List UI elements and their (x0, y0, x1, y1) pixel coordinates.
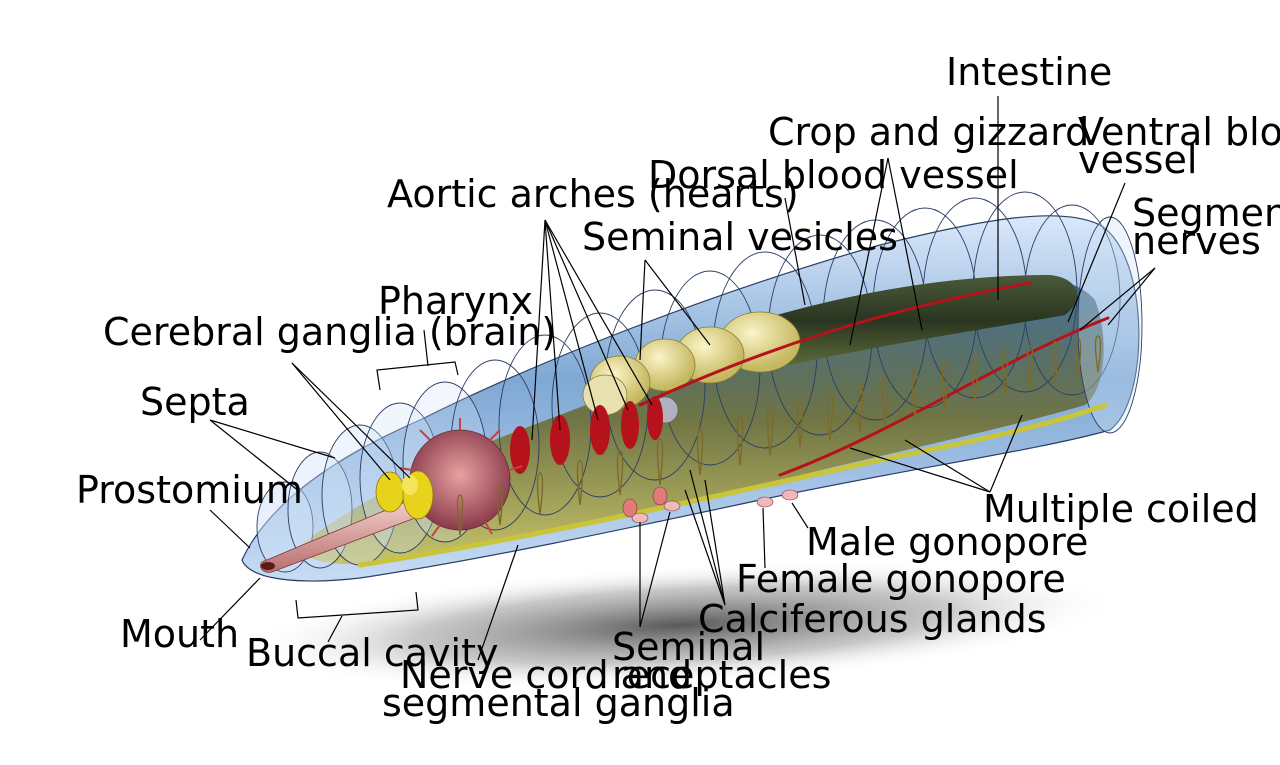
label-ventral-blood-vessel: Ventral blood (1078, 110, 1280, 154)
label-septa: Septa (140, 380, 250, 424)
ventral-blood-vessel (778, 316, 1110, 477)
label-nerve-cord: Nerve cord and (400, 653, 692, 697)
label-seminal-receptacles: Seminal (612, 625, 765, 669)
label-calciferous-glands: Calciferous glands (698, 597, 1047, 641)
bristles (456, 335, 1102, 536)
label-prostomium: Prostomium (76, 468, 303, 512)
label-pharynx: Pharynx (378, 279, 533, 323)
label-seminal-receptacles-2: receptacles (612, 653, 831, 697)
label-ventral-blood-vessel-2: vessel (1078, 138, 1197, 182)
label-cerebral-ganglia: Cerebral ganglia (brain) (103, 310, 556, 354)
label-seminal-vesicles: Seminal vesicles (582, 215, 898, 259)
label-nerve-cord-2: segmental ganglia (382, 681, 735, 725)
leader-lines (199, 96, 1156, 661)
label-mouth: Mouth (120, 612, 239, 656)
seminal-vesicles-organ (582, 311, 801, 424)
mouth-opening (261, 562, 275, 570)
label-male-gonopore: Male gonopore (806, 520, 1088, 564)
label-aortic-arches: Aortic arches (hearts) (387, 172, 799, 216)
aortic-arches-organ (510, 396, 663, 474)
labels: Intestine Crop and gizzard Ventral blood… (76, 50, 1280, 725)
label-dorsal-blood-vessel: Dorsal blood vessel (648, 153, 1019, 197)
label-segmental-nerves: Segmental (1132, 191, 1280, 235)
label-crop-and-gizzard: Crop and gizzard (768, 110, 1089, 154)
cerebral-ganglia-organ (375, 470, 434, 520)
intestine-organ (750, 275, 1077, 366)
ground-shadow (240, 560, 1120, 690)
nerve-cord (357, 402, 1108, 568)
pharynx-organ (399, 418, 523, 537)
label-segmental-nerves-2: nerves (1132, 219, 1261, 263)
label-buccal-cavity: Buccal cavity (246, 631, 498, 675)
reproductive-glands (622, 486, 799, 524)
earthworm-body (241, 191, 1143, 582)
label-multiple-coiled: Multiple coiled (983, 487, 1259, 531)
label-intestine: Intestine (946, 50, 1112, 94)
label-female-gonopore: Female gonopore (736, 557, 1066, 601)
dorsal-blood-vessel (638, 281, 1032, 407)
